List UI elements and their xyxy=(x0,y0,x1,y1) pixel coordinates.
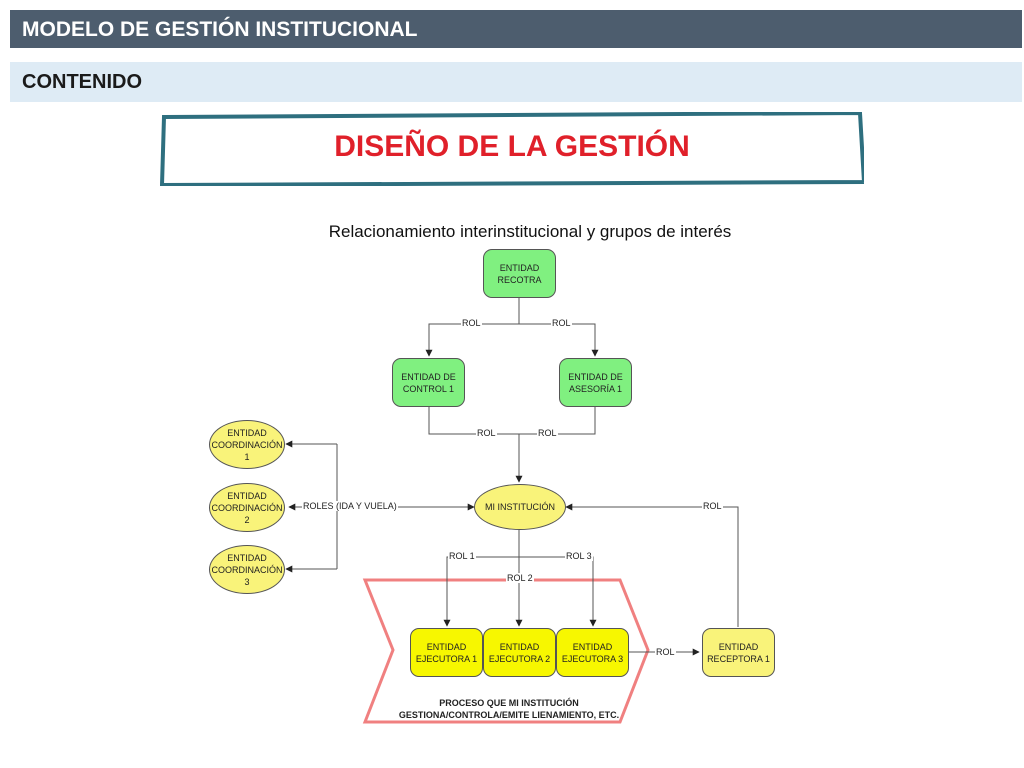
edge-label-rol-left-top: ROL xyxy=(461,318,482,328)
title-frame-border xyxy=(160,112,864,186)
header-title: MODELO DE GESTIÓN INSTITUCIONAL xyxy=(22,18,418,41)
section-title: CONTENIDO xyxy=(22,71,142,93)
connector-control-join xyxy=(428,407,519,435)
connector-to-ejecutora-3 xyxy=(519,556,597,627)
diagram-subtitle: Relacionamiento interinstitucional y gru… xyxy=(328,222,732,241)
section-bar: CONTENIDO xyxy=(10,62,1022,102)
process-chevron xyxy=(362,578,650,724)
edge-label-roles-ida-vuelta: ROLES (IDA Y VUELA) xyxy=(302,501,398,511)
connector-rectora-asesoria xyxy=(519,323,599,357)
edge-label-rol-left-mid: ROL xyxy=(476,428,497,438)
connector-receptora-return xyxy=(565,503,739,627)
edge-label-rol-2: ROL 2 xyxy=(506,573,534,583)
title-frame: DISEÑO DE LA GESTIÓN xyxy=(160,112,864,186)
connector-to-ejecutora-1 xyxy=(443,556,519,627)
edge-label-rol-receptora-return: ROL xyxy=(702,501,723,511)
edge-label-rol-3: ROL 3 xyxy=(565,551,593,561)
slide-title: DISEÑO DE LA GESTIÓN xyxy=(334,130,690,163)
edge-label-rol-right-mid: ROL xyxy=(537,428,558,438)
node-mi-institucion: MI INSTITUCIÓN xyxy=(474,484,566,530)
connector-rectora-control xyxy=(425,323,519,357)
edge-label-rol-1: ROL 1 xyxy=(448,551,476,561)
edge-label-rol-to-receptora: ROL xyxy=(655,647,676,657)
edge-label-rol-right-top: ROL xyxy=(551,318,572,328)
header-bar: MODELO DE GESTIÓN INSTITUCIONAL xyxy=(10,10,1022,48)
